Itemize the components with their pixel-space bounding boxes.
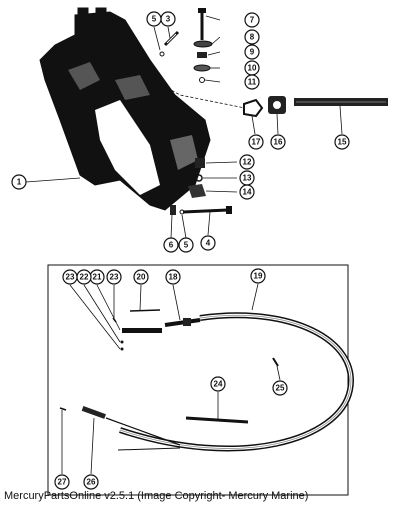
small-parts-22-23 (112, 317, 124, 351)
callout-18: 18 (165, 269, 181, 285)
svg-text:25: 25 (276, 384, 285, 393)
image-caption: MercuryPartsOnline v2.5.1 (Image Copyrig… (4, 490, 309, 502)
callout-24: 24 (210, 376, 226, 392)
callout-23-left: 23 (62, 269, 78, 285)
svg-text:22: 22 (80, 273, 89, 282)
callout-22: 22 (76, 269, 92, 285)
svg-text:16: 16 (274, 138, 283, 147)
svg-text:9: 9 (250, 48, 255, 57)
callout-6: 6 (163, 237, 179, 253)
callout-12: 12 (239, 154, 255, 170)
svg-text:27: 27 (58, 478, 67, 487)
svg-text:24: 24 (214, 380, 223, 389)
svg-text:5: 5 (184, 241, 189, 250)
callout-20: 20 (133, 269, 149, 285)
part-6 (170, 205, 176, 215)
nut-12 (195, 158, 205, 168)
steering-cable-19 (119, 312, 354, 452)
callout-9: 9 (244, 44, 260, 60)
nut-16 (268, 96, 286, 114)
svg-text:3: 3 (166, 15, 171, 24)
callout-27: 27 (54, 474, 70, 490)
svg-text:8: 8 (250, 33, 255, 42)
bolt-4 (182, 206, 232, 214)
svg-text:17: 17 (252, 138, 261, 147)
svg-text:6: 6 (169, 241, 174, 250)
screw-25 (272, 357, 279, 367)
svg-text:15: 15 (338, 138, 347, 147)
svg-text:10: 10 (248, 64, 257, 73)
cable-end-26 (81, 406, 181, 451)
callout-25: 25 (272, 380, 288, 396)
callout-8: 8 (244, 29, 260, 45)
svg-text:1: 1 (17, 178, 22, 187)
callout-17: 17 (248, 134, 264, 150)
callout-14: 14 (239, 184, 255, 200)
callout-16: 16 (270, 134, 286, 150)
callout-1: 1 (11, 174, 27, 190)
washer-5-bottom (179, 209, 185, 215)
rod-20 (129, 309, 161, 312)
svg-text:13: 13 (243, 174, 252, 183)
leader-lines (25, 15, 343, 475)
svg-text:11: 11 (248, 78, 257, 87)
spacer-14 (188, 184, 206, 198)
cable-end-18 (164, 318, 201, 327)
callout-10: 10 (244, 60, 260, 76)
guide-tube-21 (122, 328, 162, 333)
washer-17 (243, 98, 264, 118)
callout-5-top: 5 (146, 11, 162, 27)
clamp-bracket (39, 7, 211, 211)
callout-23-right: 23 (106, 269, 122, 285)
part-27 (59, 407, 67, 411)
svg-text:7: 7 (250, 16, 255, 25)
svg-text:21: 21 (93, 273, 102, 282)
rod-24 (185, 416, 249, 424)
callout-11: 11 (244, 74, 260, 90)
pin-3 (163, 30, 180, 47)
svg-text:4: 4 (206, 239, 211, 248)
callout-15: 15 (334, 134, 350, 150)
svg-text:14: 14 (243, 188, 252, 197)
svg-text:12: 12 (243, 158, 252, 167)
callout-26: 26 (83, 474, 99, 490)
svg-text:23: 23 (66, 273, 75, 282)
svg-text:20: 20 (137, 273, 146, 282)
svg-text:18: 18 (169, 273, 178, 282)
callout-7: 7 (244, 12, 260, 28)
callout-4: 4 (200, 235, 216, 251)
washer-5-top (159, 51, 165, 57)
svg-text:19: 19 (254, 272, 263, 281)
tilt-tube-15 (294, 98, 388, 106)
svg-text:23: 23 (110, 273, 119, 282)
svg-text:26: 26 (87, 478, 96, 487)
callout-21: 21 (89, 269, 105, 285)
washer-13 (195, 174, 203, 182)
callout-3: 3 (160, 11, 176, 27)
callout-5-bottom: 5 (178, 237, 194, 253)
callout-19: 19 (250, 268, 266, 284)
svg-text:5: 5 (152, 15, 157, 24)
washer-stack (193, 40, 213, 83)
callout-13: 13 (239, 170, 255, 186)
bolt-7 (198, 8, 206, 40)
